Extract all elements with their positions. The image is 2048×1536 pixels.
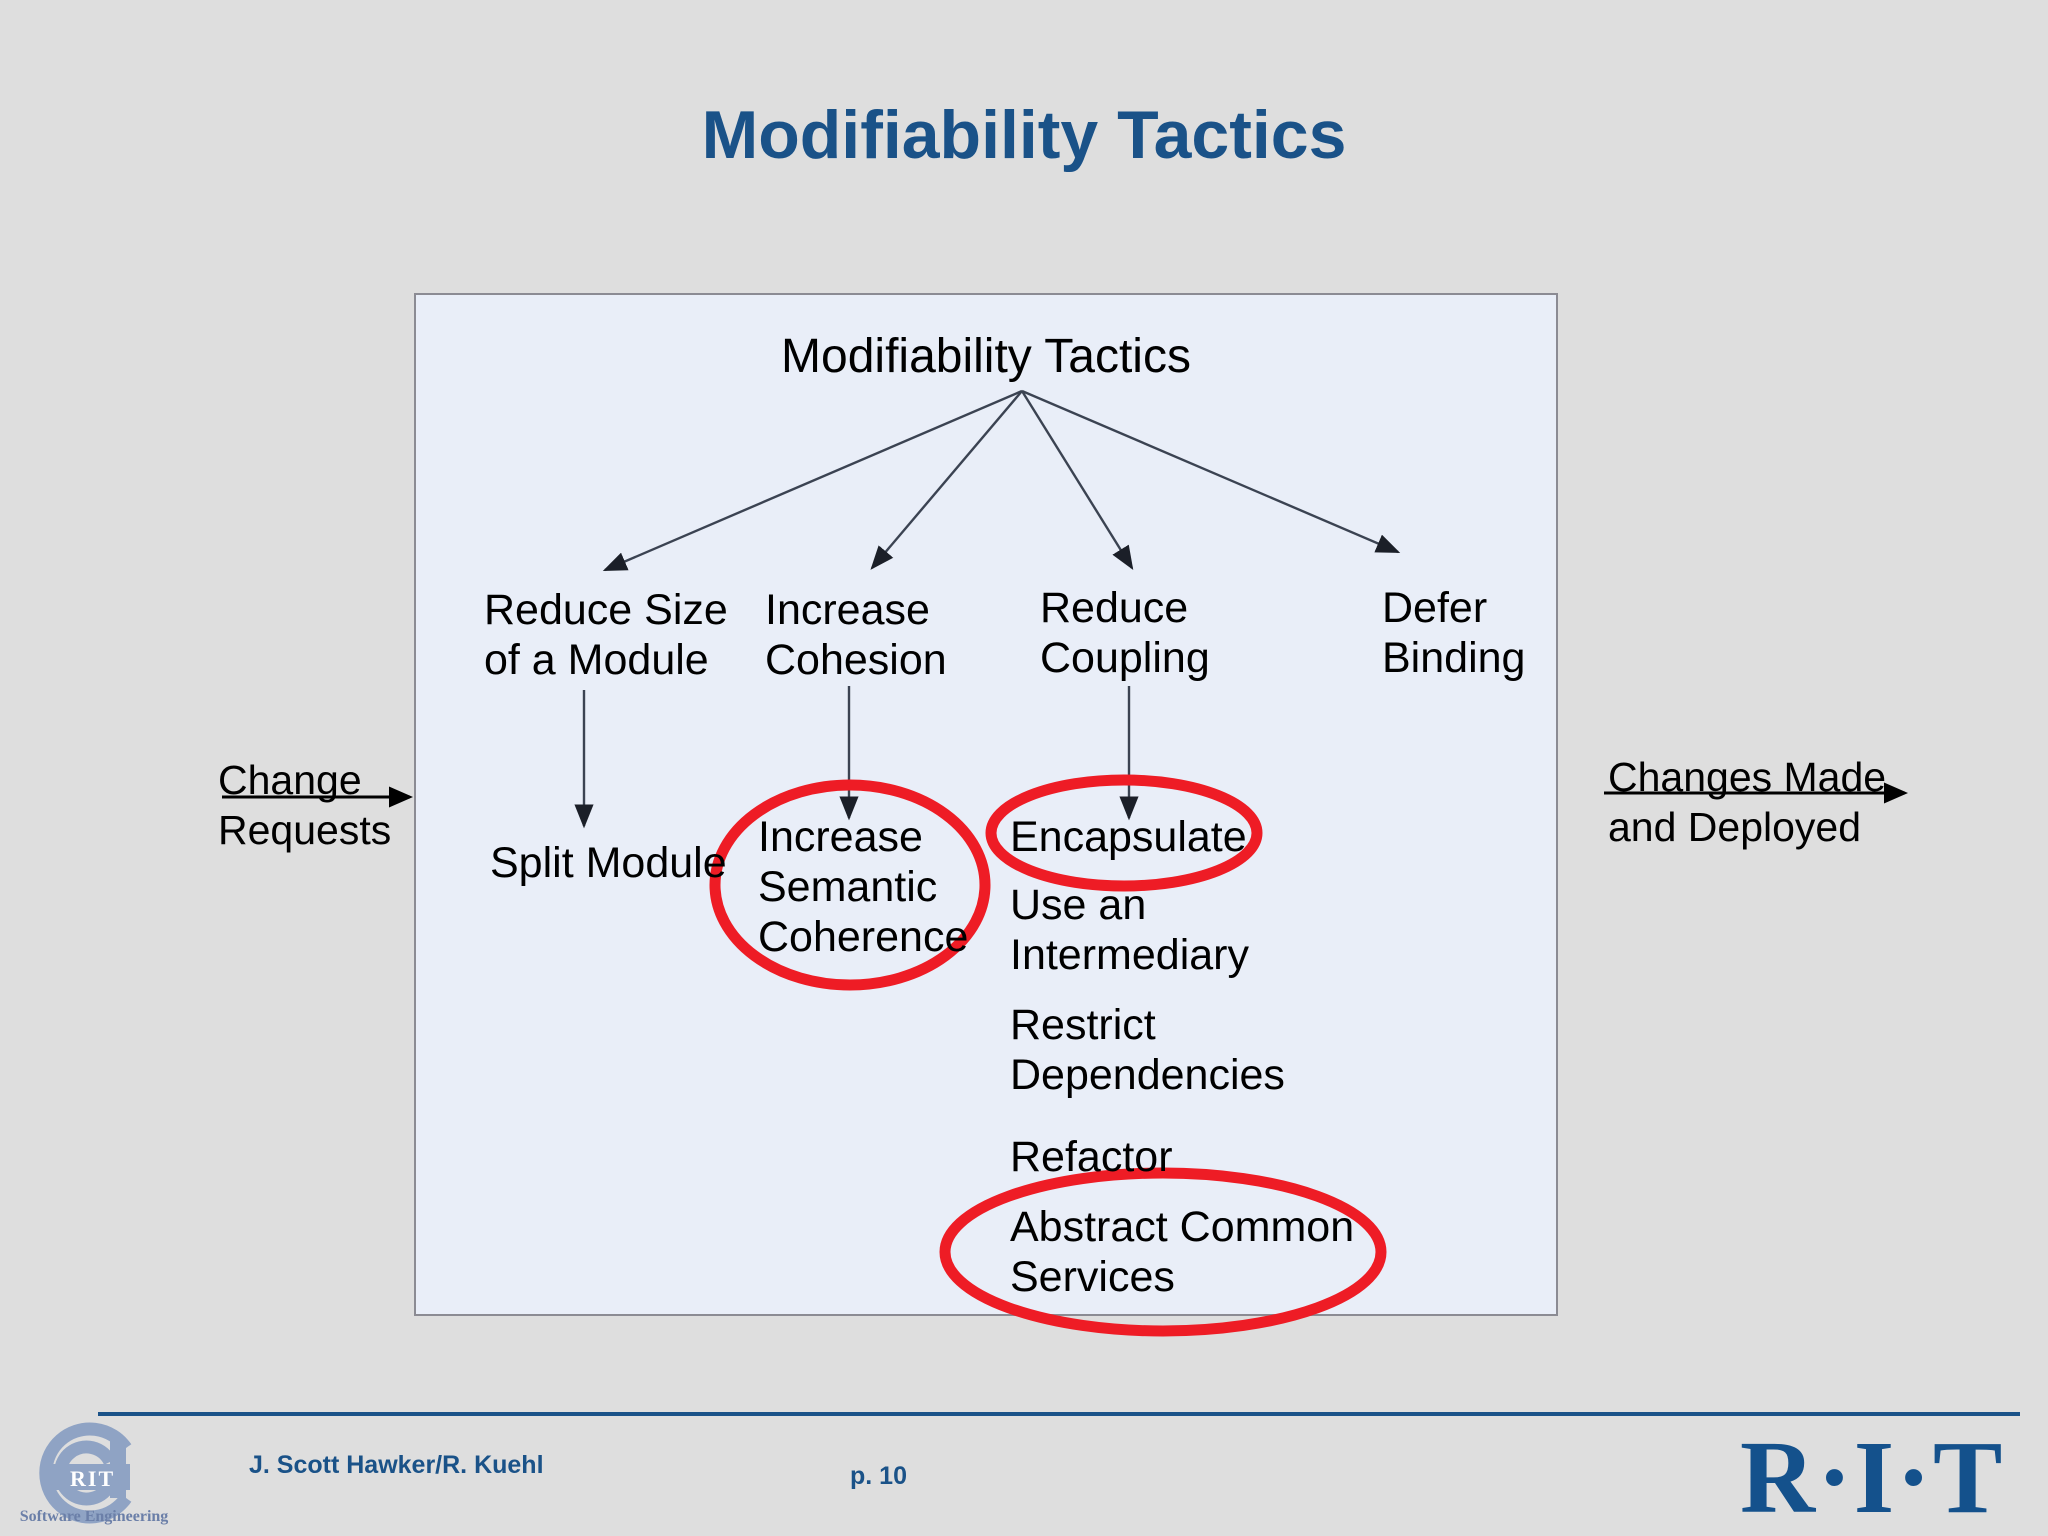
output-label-changes-made-and-deployed: Changes Made and Deployed — [1608, 754, 1887, 850]
software-engineering-logo-icon: RIT — [39, 1422, 132, 1524]
software-engineering-caption: Software Engineering — [19, 1508, 169, 1525]
tactic-increase-semantic-coherence: Increase Semantic Coherence — [758, 813, 969, 961]
tactic-abstract-common-services: Abstract Common Services — [1010, 1203, 1355, 1301]
tactic-use-an-intermediary: Use an Intermediary — [1010, 881, 1249, 979]
tactic-split-module: Split Module — [490, 839, 727, 887]
page-title: Modifiability Tactics — [701, 97, 1347, 173]
tactic-restrict-dependencies: Restrict Dependencies — [1010, 1001, 1285, 1099]
tactic-encapsulate: Encapsulate — [1010, 813, 1247, 861]
category-defer-binding: Defer Binding — [1382, 584, 1526, 682]
rit-wordmark: R·I·T — [1740, 1420, 2005, 1535]
category-increase-cohesion: Increase Cohesion — [765, 586, 947, 684]
footer-author: J. Scott Hawker/R. Kuehl — [249, 1451, 544, 1479]
diagram-root-label: Modifiability Tactics — [781, 330, 1191, 383]
svg-text:RIT: RIT — [70, 1466, 115, 1491]
tactic-refactor: Refactor — [1010, 1133, 1173, 1181]
footer-page-number: p. 10 — [850, 1462, 907, 1490]
category-reduce-size-of-a-module: Reduce Size of a Module — [484, 586, 728, 684]
category-reduce-coupling: Reduce Coupling — [1040, 584, 1210, 682]
footer-divider — [98, 1412, 2020, 1416]
diagram-frame — [414, 293, 1558, 1316]
input-label-change-requests: Change Requests — [218, 757, 392, 853]
